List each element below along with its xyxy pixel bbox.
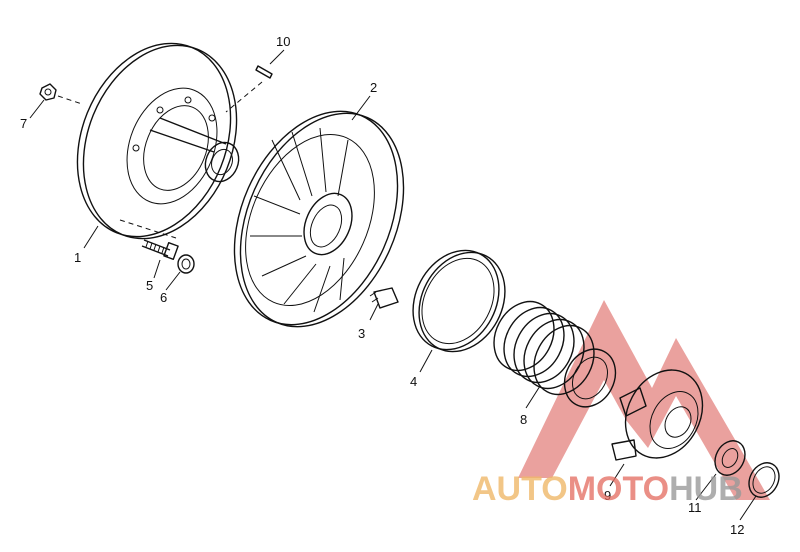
watermark-text: AUTOMOTOHUB [472, 470, 743, 508]
part-7-nut [39, 83, 83, 105]
watermark-moto: MOTO [568, 470, 669, 508]
part-4-ring [412, 249, 506, 353]
part-5-bolt [141, 239, 179, 260]
part-2-movable-sheave [233, 110, 405, 328]
callout-3: 3 [358, 326, 365, 341]
leader-lines [29, 49, 757, 521]
callout-10: 10 [276, 34, 290, 49]
callout-12: 12 [730, 522, 744, 537]
callout-6: 6 [160, 290, 167, 305]
svg-text:AUTOMOTOHUB: AUTOMOTOHUB [472, 470, 743, 508]
callout-11: 11 [688, 500, 702, 515]
callout-8: 8 [520, 412, 527, 427]
watermark-auto: AUTO [472, 470, 568, 508]
part-10-pin [225, 65, 273, 113]
callout-2: 2 [370, 80, 377, 95]
callout-9: 9 [604, 488, 611, 503]
part-6-nut [177, 254, 195, 274]
callout-1: 1 [74, 250, 81, 265]
part-9-cam [611, 369, 704, 461]
callout-7: 7 [20, 116, 27, 131]
part-11-washer [714, 440, 746, 476]
part-8-spring [493, 300, 617, 408]
callout-4: 4 [410, 374, 417, 389]
watermark-hub: HUB [669, 470, 743, 508]
callout-5: 5 [146, 278, 153, 293]
callout-labels: 1 2 3 4 5 6 7 8 9 10 11 12 [20, 34, 744, 537]
part-3-slider [369, 287, 399, 309]
part-1-fixed-sheave [76, 42, 240, 240]
